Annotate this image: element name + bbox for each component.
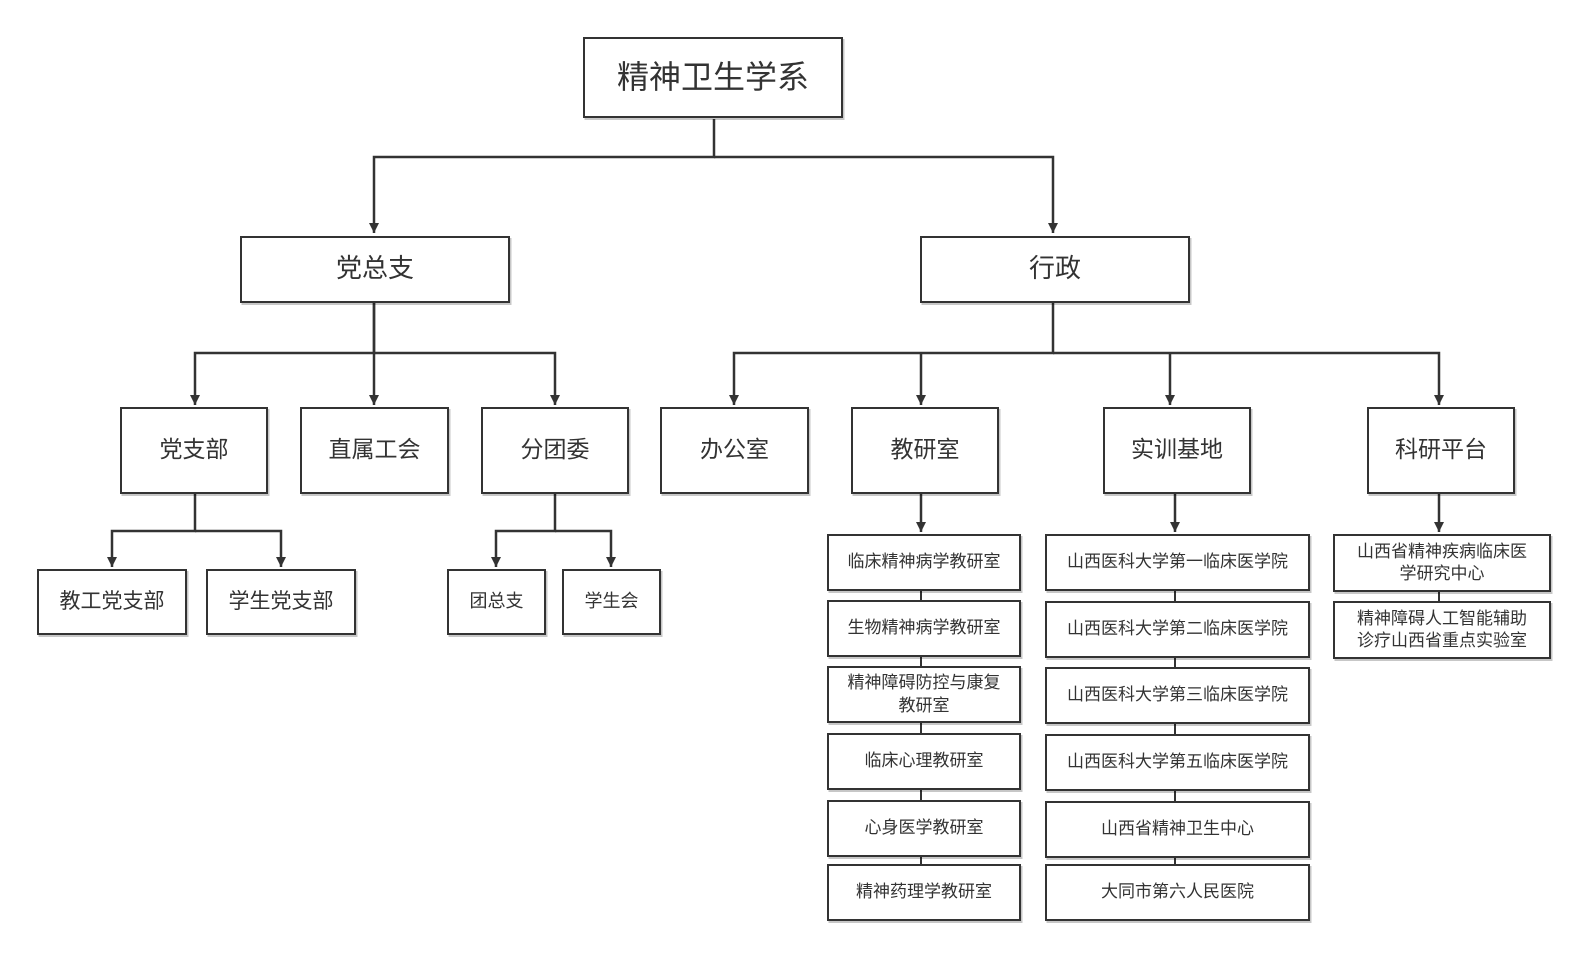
administration-node: 行政 (920, 236, 1190, 303)
training-hospital-node: 山西医科大学第一临床医学院 (1045, 534, 1310, 591)
connector-admin (1053, 351, 1444, 405)
training-hospital-node: 山西省精神卫生中心 (1045, 801, 1310, 858)
root-node: 精神卫生学系 (583, 37, 843, 118)
teaching-section-node: 临床心理教研室 (827, 733, 1021, 790)
student-party-branch-node: 学生党支部 (206, 569, 356, 635)
connector-branch (195, 529, 286, 567)
league-general-branch-node: 团总支 (447, 569, 546, 635)
teaching-section-node: 生物精神病学教研室 (827, 600, 1021, 657)
teaching-section-node: 精神障碍防控与康复教研室 (827, 666, 1021, 723)
research-platform-item-node: 精神障碍人工智能辅助诊疗山西省重点实验室 (1333, 601, 1551, 659)
trade-union-node: 直属工会 (300, 407, 449, 494)
training-hospital-node: 山西医科大学第五临床医学院 (1045, 734, 1310, 791)
teaching-section-node: 心身医学教研室 (827, 800, 1021, 857)
teaching-section-node: 精神药理学教研室 (827, 864, 1021, 921)
student-union-node: 学生会 (562, 569, 661, 635)
training-hospital-node: 山西医科大学第二临床医学院 (1045, 601, 1310, 658)
teaching-section-node: 临床精神病学教研室 (827, 534, 1021, 591)
connector-youth (555, 529, 616, 567)
connector-admin (729, 302, 1055, 405)
connector-root (714, 155, 1058, 233)
connector-youth (491, 493, 557, 567)
party-branch-node: 党支部 (120, 407, 268, 494)
training-hospital-node: 大同市第六人民医院 (1045, 864, 1310, 921)
office-node: 办公室 (660, 407, 809, 494)
training-base-node: 实训基地 (1103, 407, 1251, 494)
connector-party (374, 351, 560, 405)
youth-league-committee-node: 分团委 (481, 407, 629, 494)
training-hospital-node: 山西医科大学第三临床医学院 (1045, 667, 1310, 724)
research-platform-item-node: 山西省精神疾病临床医学研究中心 (1333, 534, 1551, 592)
research-platform-node: 科研平台 (1367, 407, 1515, 494)
connector-branch (107, 493, 197, 567)
staff-party-branch-node: 教工党支部 (37, 569, 187, 635)
teaching-research-node: 教研室 (851, 407, 999, 494)
party-general-branch-node: 党总支 (240, 236, 510, 303)
connector-root (369, 119, 716, 233)
connector-party (190, 302, 376, 405)
